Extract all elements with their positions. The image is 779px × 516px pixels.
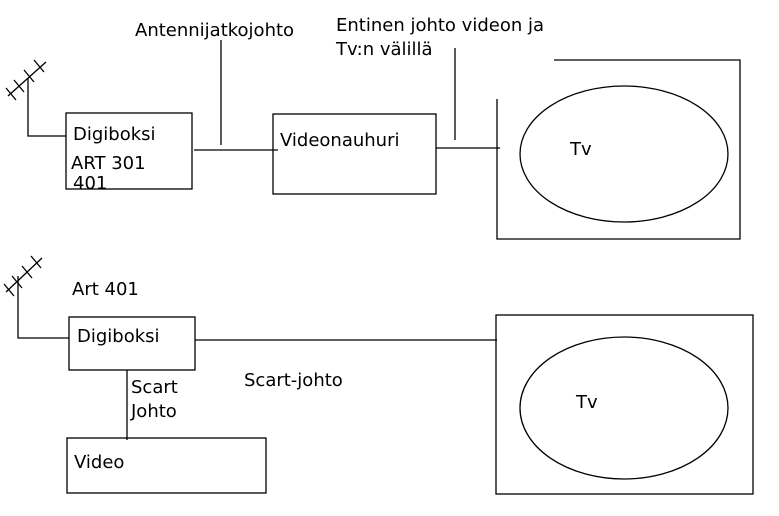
scart-cable-label: Scart-johto [244,370,343,391]
vcr-label: Videonauhuri [280,130,400,151]
antenna-icon [5,59,66,137]
vcr-box [272,113,437,195]
bottom-diagram: Art 401 Digiboksi Scart-johto Scart Joht… [3,255,754,495]
digibox-box [65,112,193,190]
scart-vertical-label-line1: Scart [131,377,178,398]
old-cable-label-line1: Entinen johto videon ja [336,15,544,36]
tv-label: Tv [569,139,592,160]
digibox-box [68,316,196,371]
tv-screen [519,85,729,223]
tv-label: Tv [575,392,598,413]
tv-frame [495,314,754,495]
top-diagram: Digiboksi ART 301 401 Antennijatkojohto … [5,10,741,240]
antenna-cable-label: Antennijatkojohto [135,20,294,41]
tv-frame [496,59,741,240]
scart-vertical-label-line2: Johto [130,401,177,422]
old-cable-label-line2: Tv:n välillä [335,39,433,60]
antenna-icon [3,255,69,339]
digibox-label: Digiboksi [77,326,160,347]
digibox-label: Digiboksi [73,124,156,145]
label-mask [552,10,612,60]
model-label: Art 401 [72,279,139,300]
digibox-model-line1: ART 301 [71,153,146,174]
tv-screen [519,336,729,480]
video-label: Video [74,452,124,473]
digibox-model-line2: 401 [73,173,107,194]
video-box [66,437,267,494]
